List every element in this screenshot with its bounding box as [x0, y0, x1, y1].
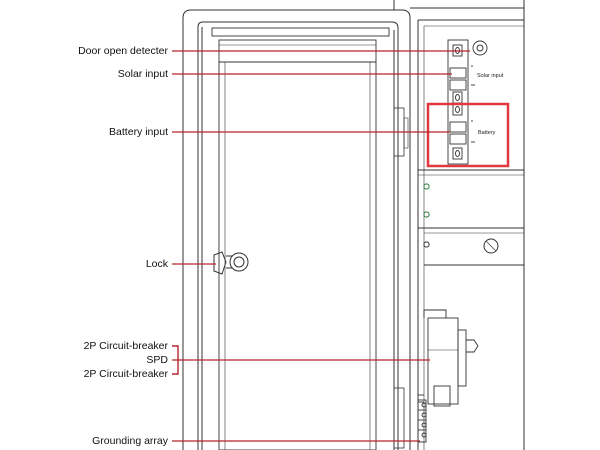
solar-input-label: Solar input [117, 68, 168, 80]
battery-highlight-box [426, 102, 510, 168]
terminal-block [447, 39, 488, 165]
terminal-solar-label: Solar input [477, 73, 504, 79]
lock-icon [213, 251, 249, 275]
cabinet-interior [393, 0, 525, 450]
breaker-group-bracket [172, 345, 179, 375]
lock-label: Lock [145, 258, 168, 270]
circuit-breaker-top-label: 2P Circuit-breaker [83, 340, 168, 352]
breaker-assembly [417, 309, 479, 443]
door-open-detector-label: Door open detecter [78, 45, 168, 57]
leader-lines [172, 50, 470, 442]
terminal-battery-label: Battery [478, 130, 496, 136]
battery-input-label: Battery input [109, 126, 168, 138]
cabinet-door [182, 9, 411, 450]
spd-label: SPD [146, 354, 168, 366]
grounding-array-label: Grounding array [92, 435, 168, 447]
circuit-breaker-bottom-label: 2P Circuit-breaker [83, 368, 168, 380]
